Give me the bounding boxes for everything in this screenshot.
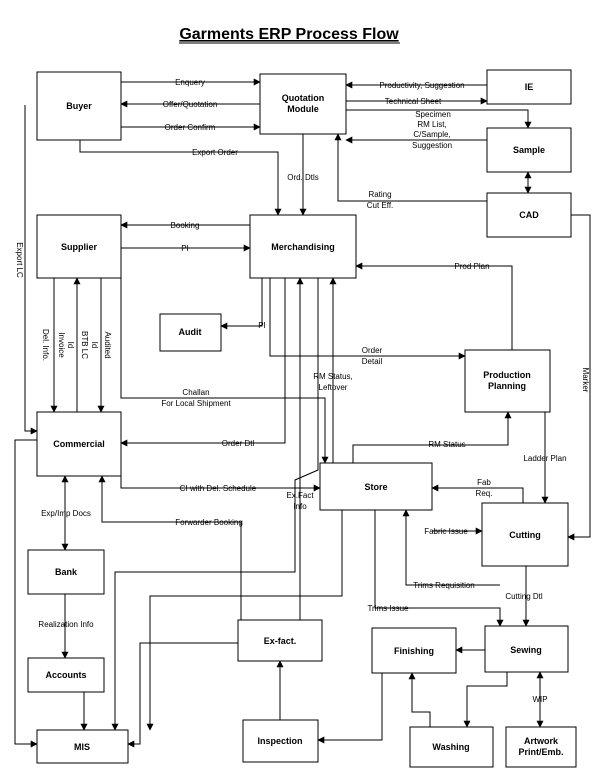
edges [14, 78, 591, 748]
edge-label-prod-plan: Prod Plan [454, 262, 489, 271]
svg-text:Ex-fact.: Ex-fact. [264, 636, 297, 646]
edge-label-c-sample: C/Sample, [413, 130, 450, 139]
svg-text:Store: Store [364, 482, 387, 492]
edge-label-order: Order [362, 346, 383, 355]
edge-label-cut-eff: Cut Eff. [367, 201, 394, 210]
edge-label-audited: Audited [103, 331, 112, 358]
edge-label-pi-audit: PI [258, 321, 266, 330]
svg-text:Buyer: Buyer [66, 101, 92, 111]
svg-text:Artwork: Artwork [524, 736, 559, 746]
edge-label-exp-imp-docs: Exp/Imp Docs [41, 509, 91, 518]
node-supplier: Supplier [36, 214, 122, 279]
node-cutting: Cutting [481, 502, 569, 567]
svg-text:Print/Emb.: Print/Emb. [518, 747, 563, 757]
edge-label-marker: Marker [581, 368, 590, 393]
edge-label-productivity-suggestion: Productivity, Suggestion [379, 81, 464, 90]
edge-label-order-confirm: Order Confirm [165, 123, 216, 132]
edge-label-ex-fact-info: Info [293, 502, 307, 511]
node-cad: CAD [486, 192, 572, 238]
svg-text:Sample: Sample [513, 145, 545, 155]
edge-label-local-shipment: For Local Shipment [161, 399, 231, 408]
edge-label-offer-quotation: Offer/Quotation [163, 100, 218, 109]
edge-label-del-info: Del. Info. [41, 329, 50, 361]
node-audit: Audit [159, 313, 222, 352]
node-ex-fact: Ex-fact. [237, 619, 323, 662]
edge-label-audited-id: Id [90, 342, 99, 349]
svg-text:Inspection: Inspection [257, 736, 302, 746]
edge-label-trims-issue: Trims Issue [367, 604, 409, 613]
svg-text:Module: Module [287, 104, 319, 114]
nodes: Buyer Quotation Module IE Sample CAD Sup… [27, 69, 577, 768]
edge-label-realization-info: Realization Info [38, 620, 94, 629]
svg-text:Merchandising: Merchandising [271, 242, 335, 252]
edge-label-export-lc: Export LC [15, 242, 24, 278]
edge-label-rating: Rating [368, 190, 391, 199]
edge-label-fab-req: Req. [476, 489, 493, 498]
svg-text:Accounts: Accounts [45, 670, 86, 680]
edge-label-detail: Detail [362, 357, 383, 366]
edge-label-specimen: Specimen [415, 110, 451, 119]
node-production-planning: Production Planning [464, 349, 551, 413]
svg-text:Production: Production [483, 370, 531, 380]
edge-label-export-order: Export Order [192, 148, 238, 157]
node-commercial: Commercial [36, 411, 122, 477]
edge-labels: Enquery Offer/Quotation Order Confirm Ex… [15, 78, 590, 704]
node-merchandising: Merchandising [249, 214, 357, 279]
node-store: Store [319, 462, 433, 511]
edge-label-trims-requisition: Trims Requisition [413, 581, 475, 590]
node-mis: MIS [36, 729, 129, 764]
svg-text:Bank: Bank [55, 567, 78, 577]
edge-label-invoice-id: Id [66, 342, 75, 349]
node-buyer: Buyer [36, 71, 122, 141]
diagram-title: Garments ERP Process Flow [179, 26, 399, 43]
svg-text:Supplier: Supplier [61, 242, 98, 252]
node-washing: Washing [409, 726, 494, 768]
edge-label-enquery: Enquery [175, 78, 205, 87]
svg-text:Sewing: Sewing [510, 645, 542, 655]
svg-text:Finishing: Finishing [394, 646, 434, 656]
svg-text:Quotation: Quotation [282, 93, 325, 103]
edge-label-forwarder-booking: Forwarder Booking [175, 518, 243, 527]
edge-label-booking: Booking [171, 221, 200, 230]
edge-label-wip: WIP [532, 695, 547, 704]
edge-label-order-dtl: Order Dtl [222, 439, 255, 448]
edge-label-ord-dtls: Ord. Dtls [287, 173, 319, 182]
svg-text:Audit: Audit [179, 327, 202, 337]
edge-label-fab: Fab [477, 478, 491, 487]
node-artwork: Artwork Print/Emb. [505, 726, 577, 768]
svg-text:MIS: MIS [74, 742, 90, 752]
edge-label-suggestion: Suggestion [412, 141, 452, 150]
edge-label-rm-status-comma: RM Status, [313, 372, 353, 381]
node-bank: Bank [27, 549, 105, 595]
svg-text:Commercial: Commercial [53, 439, 105, 449]
svg-text:Washing: Washing [432, 742, 469, 752]
edge-label-rm-list: RM List, [417, 120, 446, 129]
svg-text:Cutting: Cutting [509, 530, 541, 540]
edge-label-ex-fact: Ex.Fact [286, 491, 314, 500]
edge-label-leftover: Leftover [319, 383, 348, 392]
node-accounts: Accounts [27, 657, 105, 693]
edge-label-ci-del-schedule: CI with Del. Schedule [180, 484, 257, 493]
edge-label-pi-supplier: PI [181, 244, 189, 253]
edge-label-rm-status: RM Status [428, 440, 465, 449]
edge-label-cutting-dtl: Cutting Dtl [505, 592, 543, 601]
svg-text:Planning: Planning [488, 381, 526, 391]
node-sample: Sample [486, 127, 572, 173]
edge-label-btb-lc: BTB LC [80, 331, 89, 359]
edge-label-invoice: Invoice [57, 332, 66, 358]
node-sewing: Sewing [484, 625, 569, 673]
edge-label-ladder-plan: Ladder Plan [523, 454, 566, 463]
svg-text:IE: IE [525, 82, 534, 92]
node-quotation-module: Quotation Module [259, 73, 347, 135]
node-ie: IE [486, 69, 572, 105]
node-inspection: Inspection [242, 719, 319, 763]
svg-text:CAD: CAD [519, 210, 539, 220]
edge-label-challan: Challan [182, 388, 209, 397]
node-finishing: Finishing [371, 627, 457, 674]
edge-label-fabric-issue: Fabric Issue [424, 527, 468, 536]
edge-label-technical-sheet: Technical Sheet [385, 97, 442, 106]
